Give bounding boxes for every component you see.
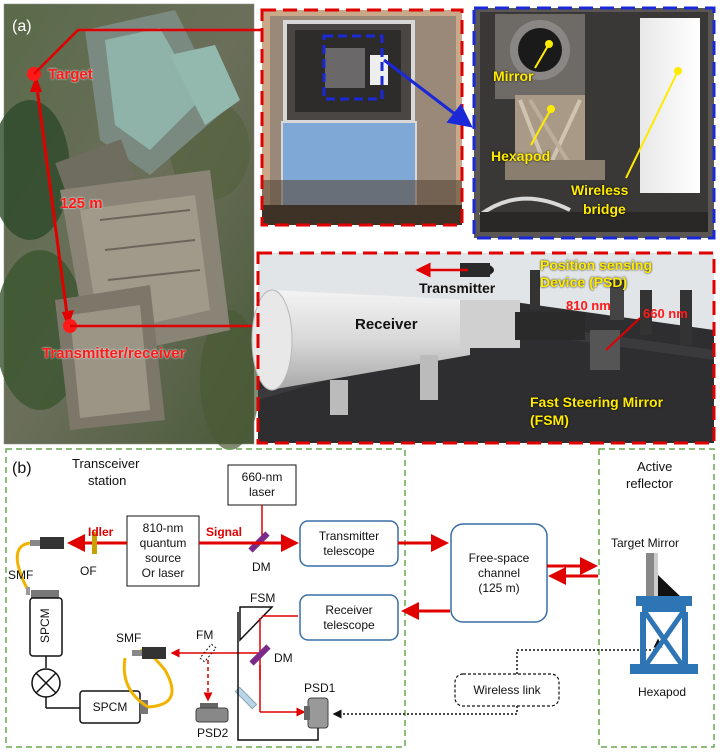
dm-top-label: DM — [252, 560, 271, 574]
signal-label: Signal — [206, 525, 243, 539]
receiver-photo-label: Receiver — [355, 316, 418, 333]
wl-810-label: 810 nm — [566, 298, 611, 313]
distance-label: 125 m — [60, 195, 103, 212]
fiber-coupler-top — [40, 537, 64, 549]
panel-b-label: (b) — [12, 460, 32, 477]
tx-telescope-label-2: telescope — [323, 543, 375, 558]
fsm-diagram-label: FSM — [250, 591, 276, 605]
active-label-2: reflector — [626, 476, 673, 491]
psd1-device — [307, 697, 329, 729]
station-label-2: station — [88, 473, 127, 488]
wireless-label-2: bridge — [583, 201, 626, 217]
transceiver-label: Transmitter/receiver — [42, 345, 186, 362]
hexapod-target — [630, 553, 698, 674]
laser-660-label-2: laser — [248, 485, 275, 499]
transmitter-photo-label: Transmitter — [419, 280, 496, 296]
receiver-photo-frame — [256, 251, 716, 445]
smf-top-label: SMF — [8, 568, 34, 582]
hexapod-photo-label: Hexapod — [491, 148, 551, 164]
source-label-2: quantum — [139, 536, 187, 550]
spcm-horizontal-label: SPCM — [92, 699, 128, 714]
fsm-label-2: (FSM) — [530, 412, 569, 428]
idler-label: Idler — [88, 525, 114, 539]
psd2-label: PSD2 — [197, 726, 229, 740]
wireless-link-box — [454, 673, 560, 707]
panel-a-label: (a) — [12, 18, 32, 35]
source-label-3: source — [144, 551, 182, 565]
channel-label-2: channel — [477, 565, 521, 580]
fm-label: FM — [196, 628, 214, 642]
rx-telescope-box — [299, 594, 399, 641]
smf-mid-label: SMF — [116, 631, 142, 645]
psd-label-1: Position sensing — [540, 257, 653, 273]
transceiver-frame — [5, 448, 406, 748]
optical-filter — [92, 532, 97, 554]
reflector-photo-frame — [472, 6, 716, 240]
station-label-1: Transceiver — [72, 456, 140, 471]
zoom-box — [322, 34, 384, 101]
wireless-label-1: Wireless — [571, 182, 629, 198]
distance-arrow — [34, 79, 70, 323]
laser-660-box — [227, 464, 297, 506]
psd2-device — [195, 707, 229, 723]
target-label: Target — [48, 66, 93, 83]
target-mirror-label: Target Mirror — [611, 536, 680, 550]
channel-label-1: Free-space — [468, 550, 530, 565]
wireless-link-label: Wireless link — [473, 682, 541, 697]
laser-660-label-1: 660-nm — [241, 470, 283, 484]
zoom-arrow — [383, 58, 473, 128]
feedback-loop — [237, 612, 319, 741]
tx-telescope-label-1: Transmitter — [318, 528, 380, 543]
target-connector — [33, 28, 262, 75]
channel-box — [450, 523, 548, 623]
source-box — [126, 515, 200, 587]
laser-line — [605, 317, 641, 351]
psd-label-2: Device (PSD) — [540, 274, 628, 290]
rx-telescope-label-2: telescope — [323, 617, 375, 632]
wl-660-label: 660 nm — [643, 306, 688, 321]
fiber-coupler-mid — [142, 647, 166, 659]
smf-fiber-top — [15, 541, 31, 591]
psd1-label: PSD1 — [304, 681, 336, 695]
source-label-1: 810-nm — [142, 521, 184, 535]
hexapod-diagram-label: Hexapod — [638, 685, 687, 699]
target-photo — [262, 10, 462, 225]
dm-mid — [249, 644, 271, 666]
reflector-photo — [474, 8, 714, 238]
active-label-1: Active — [637, 459, 673, 474]
satellite-image — [0, 3, 260, 450]
mirror-label: Mirror — [493, 68, 534, 84]
of-label: OF — [80, 564, 97, 578]
reflector-frame — [598, 448, 715, 748]
spcm-vertical-label: SPCM — [38, 608, 52, 643]
fsm-mirror — [239, 606, 274, 642]
rx-telescope-label-1: Receiver — [325, 602, 373, 617]
channel-label-3: (125 m) — [478, 580, 520, 595]
fsm-label-1: Fast Steering Mirror — [530, 394, 664, 410]
source-label-4: Or laser — [141, 566, 185, 580]
dm-mid-label: DM — [274, 651, 293, 665]
